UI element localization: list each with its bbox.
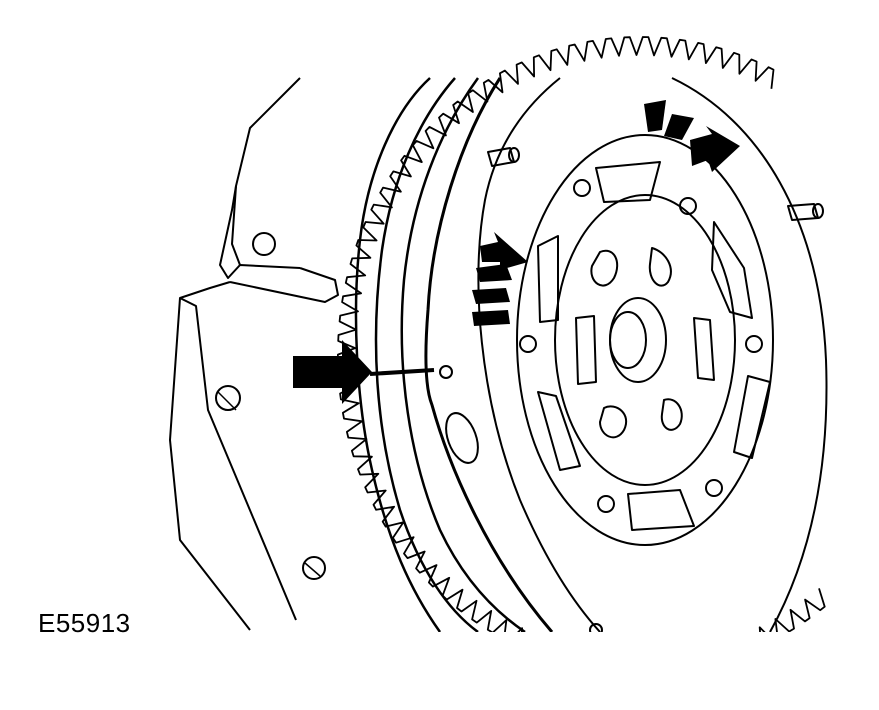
- dowel-pin-icon: [439, 147, 824, 632]
- rotation-arrow-icon: [472, 100, 740, 326]
- figure-reference-code: E55913: [38, 608, 131, 638]
- ring-gear-icon: [337, 36, 826, 632]
- pressure-plate-hub-icon: [516, 134, 774, 546]
- pointer-arrow-icon: [293, 340, 372, 404]
- housing-plate-icon: [169, 77, 339, 631]
- alignment-mark-icon: [369, 368, 435, 376]
- flywheel-disc-icon: [374, 77, 828, 632]
